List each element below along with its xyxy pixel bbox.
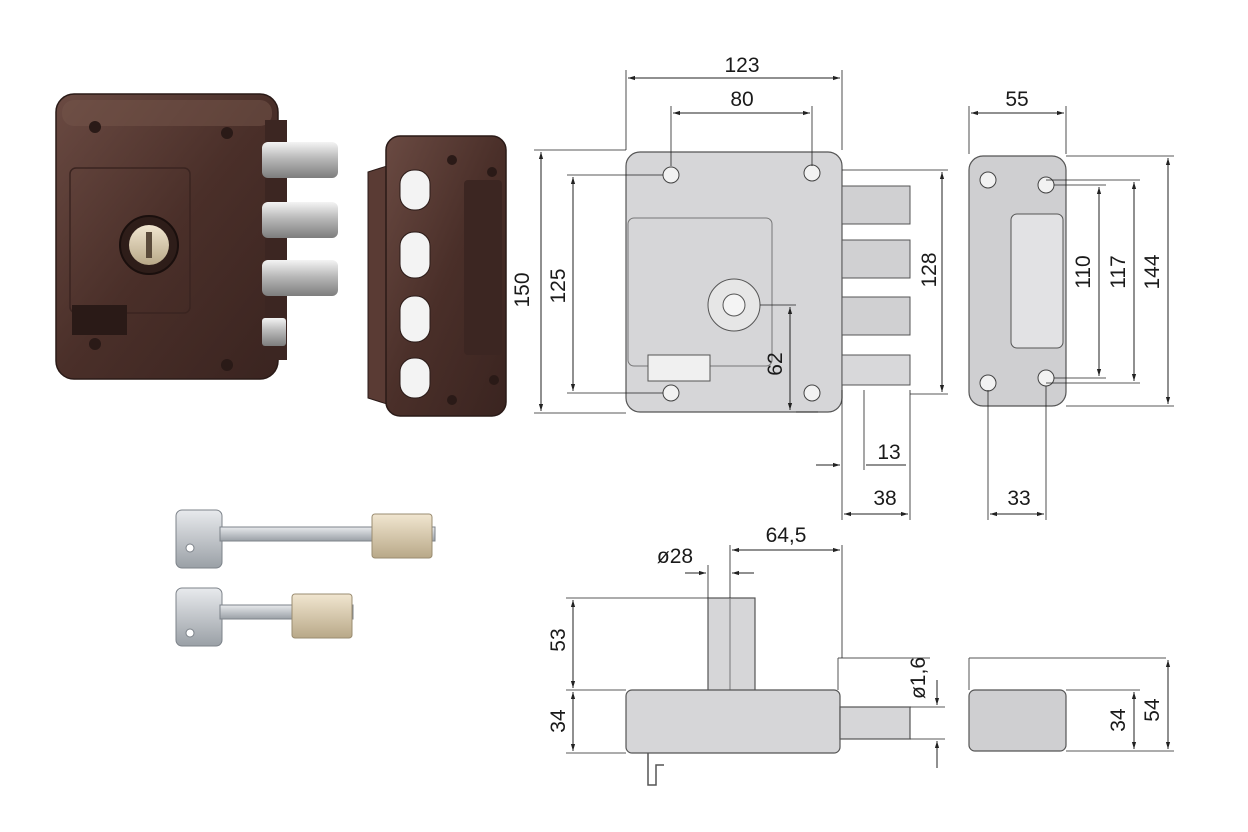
dim-section-strike-depth: 34 (1107, 708, 1130, 732)
cylinder-keyhole-icon (119, 215, 179, 275)
key-illustration-short (175, 587, 354, 647)
dim-front-key-height: 62 (764, 352, 787, 375)
dim-section-body-depth: 34 (547, 709, 570, 733)
dim-strike-hole-spacing: 33 (1007, 487, 1030, 510)
dim-strike-hole-height: 117 (1107, 255, 1130, 288)
dim-front-width-overall: 123 (724, 54, 759, 77)
dim-section-cylinder-offset: 64,5 (766, 524, 807, 547)
dim-section-cylinder-height: 53 (547, 628, 570, 651)
dim-strike-overall-height: 144 (1141, 254, 1164, 289)
dim-front-height-overall: 150 (511, 272, 534, 307)
strike-plate-illustration (367, 135, 507, 417)
dim-front-bolt-projection: 38 (873, 487, 896, 510)
dim-front-bolt-span: 128 (918, 252, 941, 287)
lock-body-illustration (55, 93, 338, 380)
dim-section-bolt-diameter: ø1,6 (907, 657, 930, 699)
dim-strike-inner-height: 110 (1072, 255, 1095, 288)
dim-front-latch-width: 13 (877, 441, 900, 464)
strike-view-drawing: 55 110 117 144 33 (968, 88, 1174, 520)
section-view-drawing: ø28 64,5 53 34 ø1,6 34 54 (547, 524, 1174, 786)
front-view-drawing: 123 80 150 125 128 62 13 38 (511, 54, 948, 520)
dim-front-hole-height: 125 (547, 268, 570, 303)
dim-strike-width: 55 (1005, 88, 1028, 111)
key-illustration-long (175, 509, 436, 569)
dim-front-hole-spacing: 80 (730, 88, 753, 111)
dim-section-strike-overall: 54 (1141, 698, 1164, 722)
dim-section-cylinder-diameter: ø28 (657, 545, 693, 568)
